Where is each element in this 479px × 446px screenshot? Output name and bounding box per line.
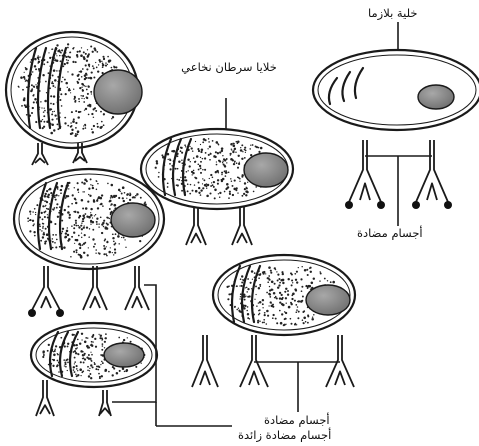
cancer-cell-1 <box>6 32 142 148</box>
plasma-cell-label: خلية بلازما <box>366 6 420 20</box>
nucleus <box>104 343 144 367</box>
antibody <box>36 380 54 416</box>
cancer-cell-5 <box>31 323 157 387</box>
cells-layer <box>6 32 479 387</box>
antibody <box>32 143 48 165</box>
antibodies-label-top: أجسام مضادة <box>355 226 425 240</box>
nucleus <box>306 285 350 315</box>
plasma-cell <box>313 50 479 130</box>
antibodies-label-bottom: أجسام مضادة <box>262 413 332 427</box>
antibody <box>192 335 218 387</box>
antibody <box>326 335 354 387</box>
antibody <box>232 207 252 245</box>
antibody <box>28 266 64 317</box>
cancer-cell-3 <box>14 169 164 269</box>
antibody <box>345 140 385 209</box>
antibody <box>412 140 452 209</box>
excess-antibodies-label: أجسام مضادة زائدة <box>236 428 333 442</box>
nucleus <box>111 203 155 237</box>
antibody <box>83 266 107 310</box>
nucleus <box>94 70 142 114</box>
antibody <box>186 207 206 245</box>
nucleus <box>418 85 454 109</box>
cancer-cell-2 <box>141 129 293 209</box>
antibody <box>240 335 268 387</box>
antibody <box>125 266 149 310</box>
nucleus <box>244 153 288 187</box>
antibody <box>99 390 111 416</box>
cancer-cell-4 <box>213 255 355 335</box>
cancer-cells-label: خلايا سرطان نخاعي <box>178 60 280 74</box>
